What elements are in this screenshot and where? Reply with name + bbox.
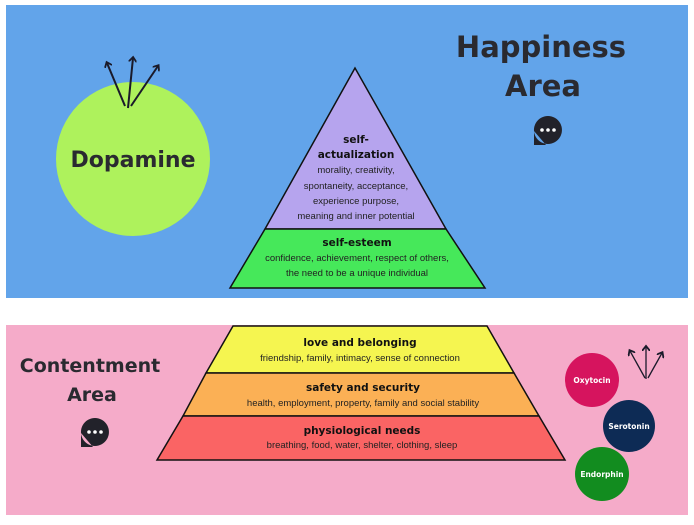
arrows-up-icon bbox=[630, 347, 662, 379]
contentment-title-line1: Contentment bbox=[20, 355, 160, 377]
happiness-title-line1: Happiness bbox=[456, 30, 626, 64]
self-actualization-line: morality, creativity, bbox=[317, 165, 394, 176]
self-actualization-title-2: actualization bbox=[318, 149, 395, 161]
self-actualization-line: meaning and inner potential bbox=[297, 211, 414, 222]
self-esteem-title: self-esteem bbox=[322, 237, 391, 249]
self-esteem-line: confidence, achievement, respect of othe… bbox=[265, 253, 449, 264]
dopamine-label: Dopamine bbox=[70, 148, 195, 173]
dopamine-circle bbox=[56, 82, 210, 236]
safety-security-tier bbox=[181, 372, 541, 417]
self-actualization-line: spontaneity, acceptance, bbox=[304, 181, 408, 192]
speech-bubble-ellipsis-icon bbox=[80, 418, 109, 447]
physiological-needs-tier bbox=[155, 415, 567, 461]
love-title: love and belonging bbox=[303, 337, 416, 349]
serotonin-circle bbox=[603, 400, 655, 452]
self-actualization-line: experience purpose, bbox=[313, 196, 399, 207]
self-esteem-line: the need to be a unique individual bbox=[286, 268, 428, 279]
endorphin-circle bbox=[575, 447, 629, 501]
self-actualization-title-1: self- bbox=[343, 134, 369, 146]
oxytocin-circle bbox=[565, 353, 619, 407]
physiological-title: physiological needs bbox=[304, 425, 421, 437]
love-desc: friendship, family, intimacy, sense of c… bbox=[260, 353, 460, 364]
safety-desc: health, employment, property, family and… bbox=[247, 398, 479, 409]
self-esteem-tier bbox=[228, 228, 487, 289]
serotonin-label: Serotonin bbox=[608, 422, 649, 431]
speech-bubble-ellipsis-icon bbox=[533, 116, 562, 145]
endorphin-label: Endorphin bbox=[580, 470, 623, 479]
love-belonging-tier bbox=[204, 325, 516, 374]
contentment-title-line2: Area bbox=[67, 384, 117, 406]
physiological-desc: breathing, food, water, shelter, clothin… bbox=[267, 440, 458, 451]
happiness-title-line2: Area bbox=[505, 69, 581, 103]
safety-title: safety and security bbox=[306, 382, 420, 394]
arrows-up-icon bbox=[107, 58, 158, 109]
oxytocin-label: Oxytocin bbox=[573, 376, 610, 385]
